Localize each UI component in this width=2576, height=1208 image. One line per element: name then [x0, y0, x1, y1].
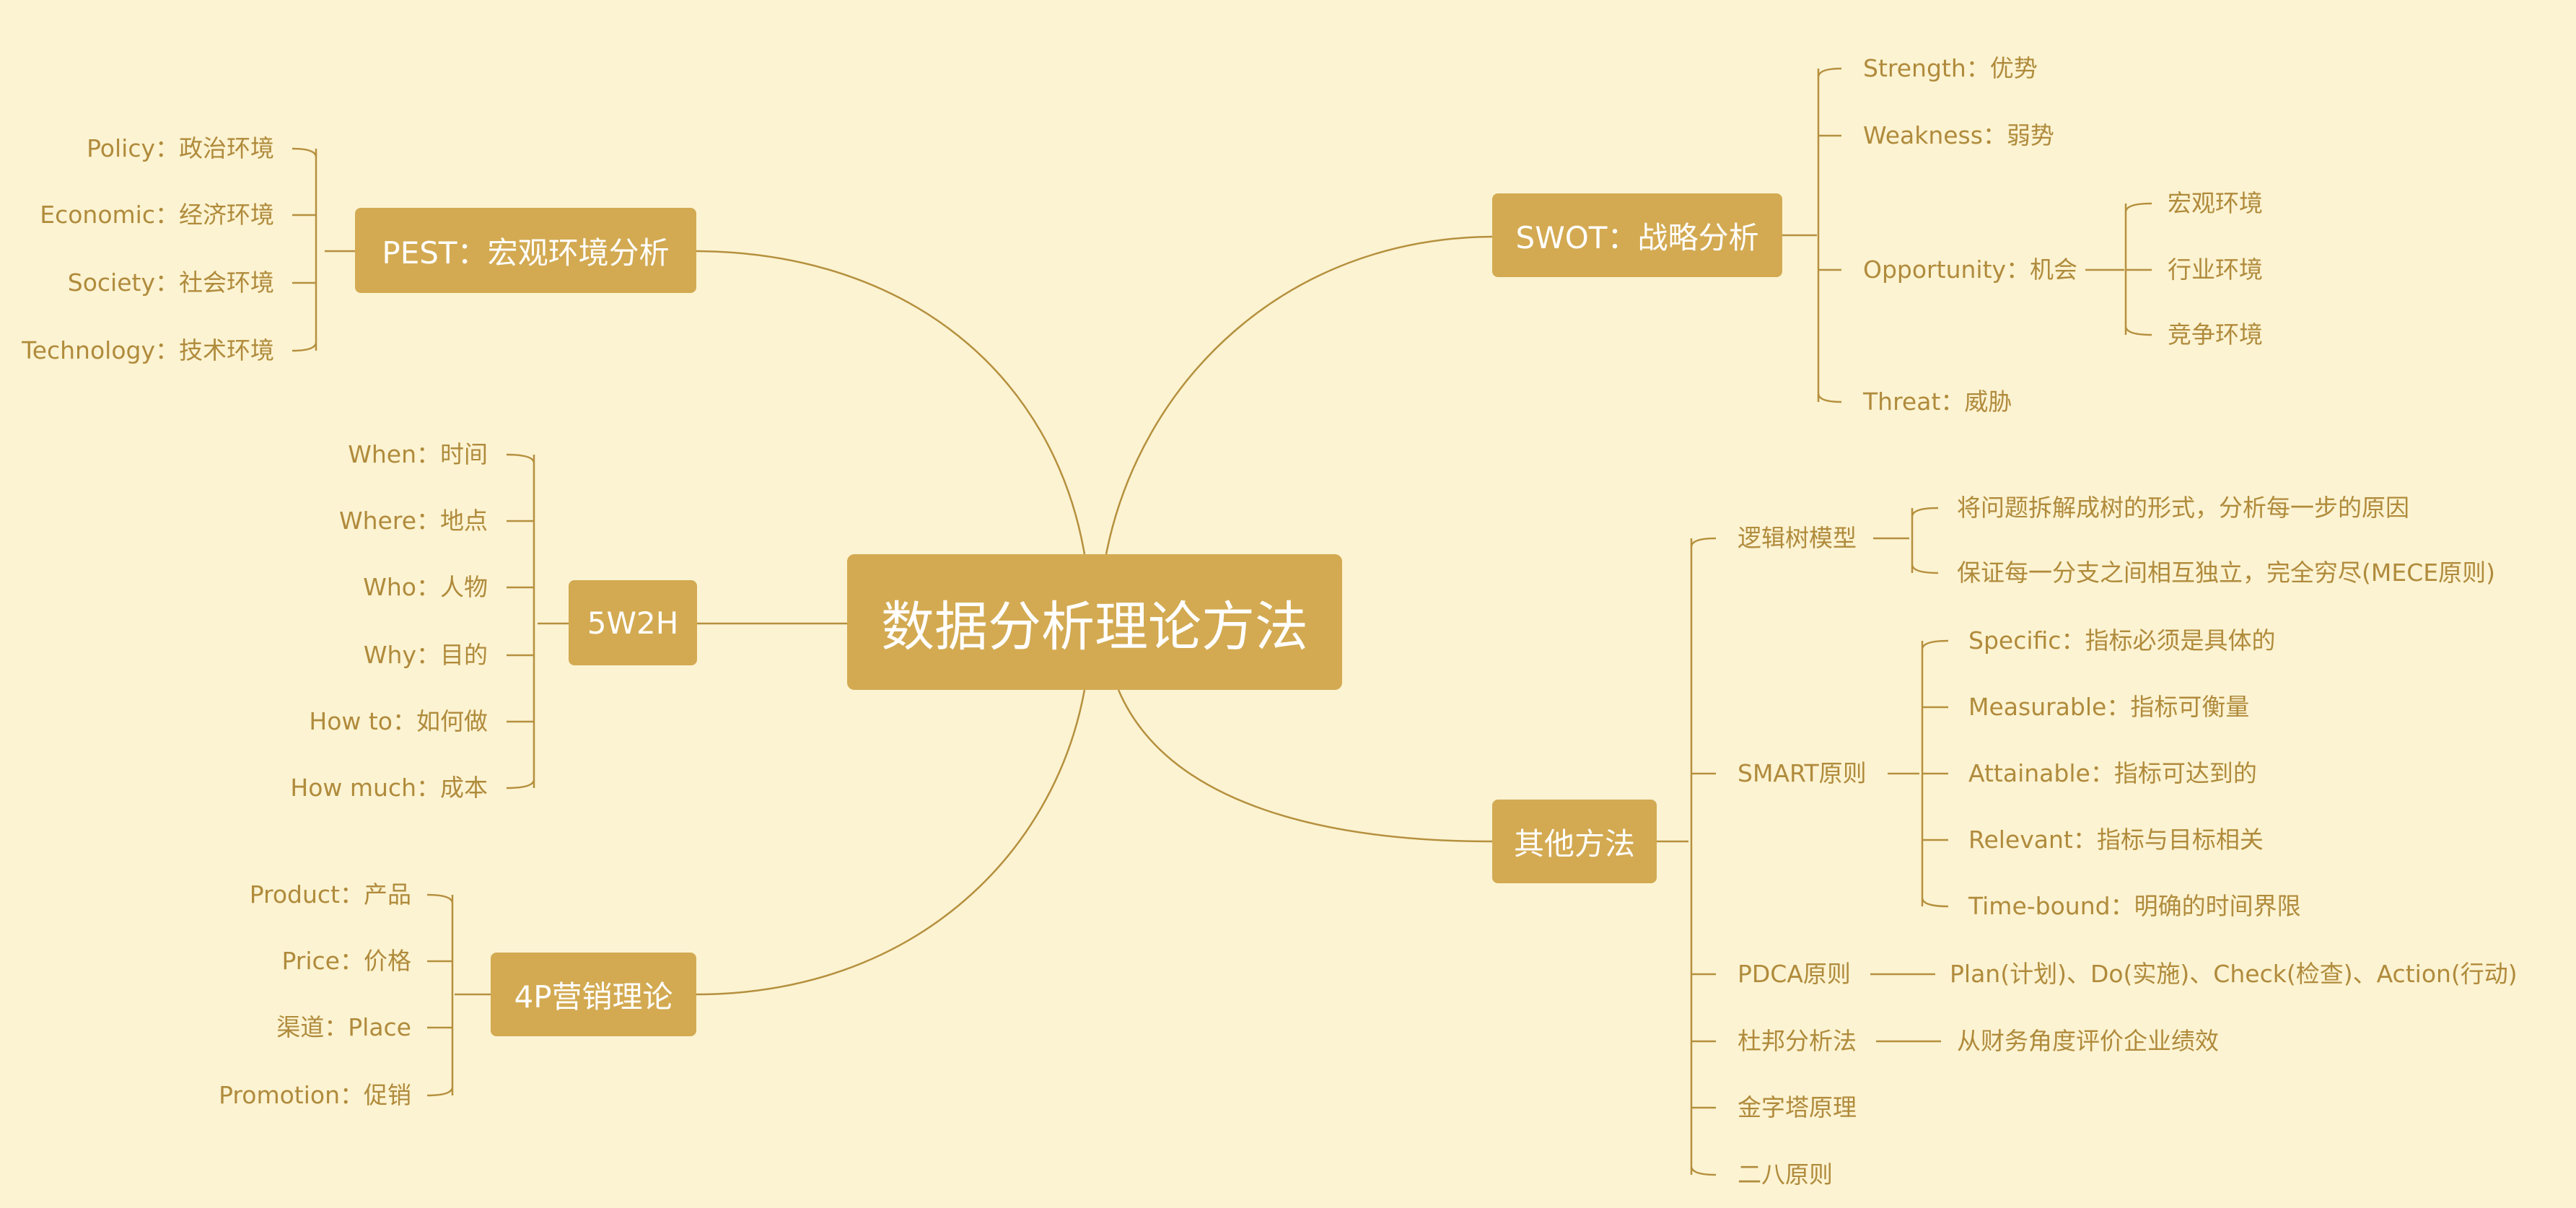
opportunity-item[interactable]: 行业环境 [2168, 255, 2263, 284]
w2h-item[interactable]: When：时间 [348, 440, 488, 468]
other-logic-tree[interactable]: 逻辑树模型 [1738, 524, 1857, 552]
pdca-detail[interactable]: Plan(计划)、Do(实施)、Check(检查)、Action(行动) [1950, 960, 2518, 988]
smart-item[interactable]: Relevant：指标与目标相关 [1968, 826, 2264, 854]
w2h-item[interactable]: How much：成本 [290, 774, 488, 802]
other-pareto[interactable]: 二八原则 [1738, 1160, 1833, 1189]
other-smart[interactable]: SMART原则 [1738, 759, 1867, 787]
link-4p-bracket [426, 893, 491, 1097]
swot-item[interactable]: Threat：威胁 [1863, 388, 2012, 416]
p4-item[interactable]: 渠道：Place [276, 1013, 411, 1041]
link-smart-bracket [1888, 639, 1949, 908]
smart-item[interactable]: Measurable：指标可衡量 [1968, 693, 2250, 721]
branch-5w2h[interactable]: 5W2H [569, 580, 697, 665]
link-root-pest [696, 250, 1086, 555]
branch-swot[interactable]: SWOT：战略分析 [1492, 193, 1782, 277]
branch-other[interactable]: 其他方法 [1492, 800, 1657, 883]
pest-item[interactable]: Society：社会环境 [67, 268, 274, 297]
link-other-bracket [1657, 537, 1717, 1176]
root-node[interactable]: 数据分析理论方法 [847, 554, 1342, 690]
link-pest-bracket [292, 147, 355, 352]
link-logic-bracket [1873, 507, 1939, 574]
logic-tree-item[interactable]: 将问题拆解成树的形式，分析每一步的原因 [1957, 494, 2409, 522]
opportunity-item[interactable]: 竞争环境 [2168, 320, 2263, 349]
smart-item[interactable]: Attainable：指标可达到的 [1968, 759, 2257, 787]
other-pyramid[interactable]: 金字塔原理 [1738, 1093, 1857, 1121]
dupont-detail[interactable]: 从财务角度评价企业绩效 [1957, 1027, 2219, 1055]
w2h-item[interactable]: Who：人物 [363, 573, 488, 601]
pest-item[interactable]: Economic：经济环境 [40, 201, 274, 229]
swot-item[interactable]: Opportunity：机会 [1863, 255, 2078, 284]
other-pdca[interactable]: PDCA原则 [1738, 960, 1851, 988]
pest-item[interactable]: Policy：政治环境 [87, 134, 274, 162]
link-root-swot [1105, 235, 1493, 555]
smart-item[interactable]: Time-bound：明确的时间界限 [1968, 892, 2301, 920]
link-5w2h-bracket [506, 453, 569, 789]
link-swot-bracket [1782, 67, 1842, 403]
pest-item[interactable]: Technology：技术环境 [22, 336, 274, 364]
link-opportunity-bracket [2085, 202, 2152, 336]
branch-4p[interactable]: 4P营销理论 [491, 953, 696, 1036]
other-dupont[interactable]: 杜邦分析法 [1738, 1027, 1857, 1055]
p4-item[interactable]: Product：产品 [249, 880, 411, 909]
w2h-item[interactable]: Why：目的 [363, 641, 488, 669]
p4-item[interactable]: Promotion：促销 [219, 1081, 411, 1109]
w2h-item[interactable]: Where：地点 [339, 507, 488, 535]
logic-tree-item[interactable]: 保证每一分支之间相互独立，完全穷尽(MECE原则) [1957, 559, 2495, 587]
link-root-other [1117, 689, 1493, 843]
p4-item[interactable]: Price：价格 [281, 947, 411, 975]
w2h-item[interactable]: How to：如何做 [309, 707, 488, 735]
opportunity-item[interactable]: 宏观环境 [2168, 189, 2263, 217]
swot-item[interactable]: Strength：优势 [1863, 54, 2038, 82]
swot-item[interactable]: Weakness：弱势 [1863, 121, 2054, 149]
smart-item[interactable]: Specific：指标必须是具体的 [1968, 626, 2276, 655]
link-root-4p [696, 689, 1086, 996]
branch-pest[interactable]: PEST：宏观环境分析 [355, 208, 696, 293]
